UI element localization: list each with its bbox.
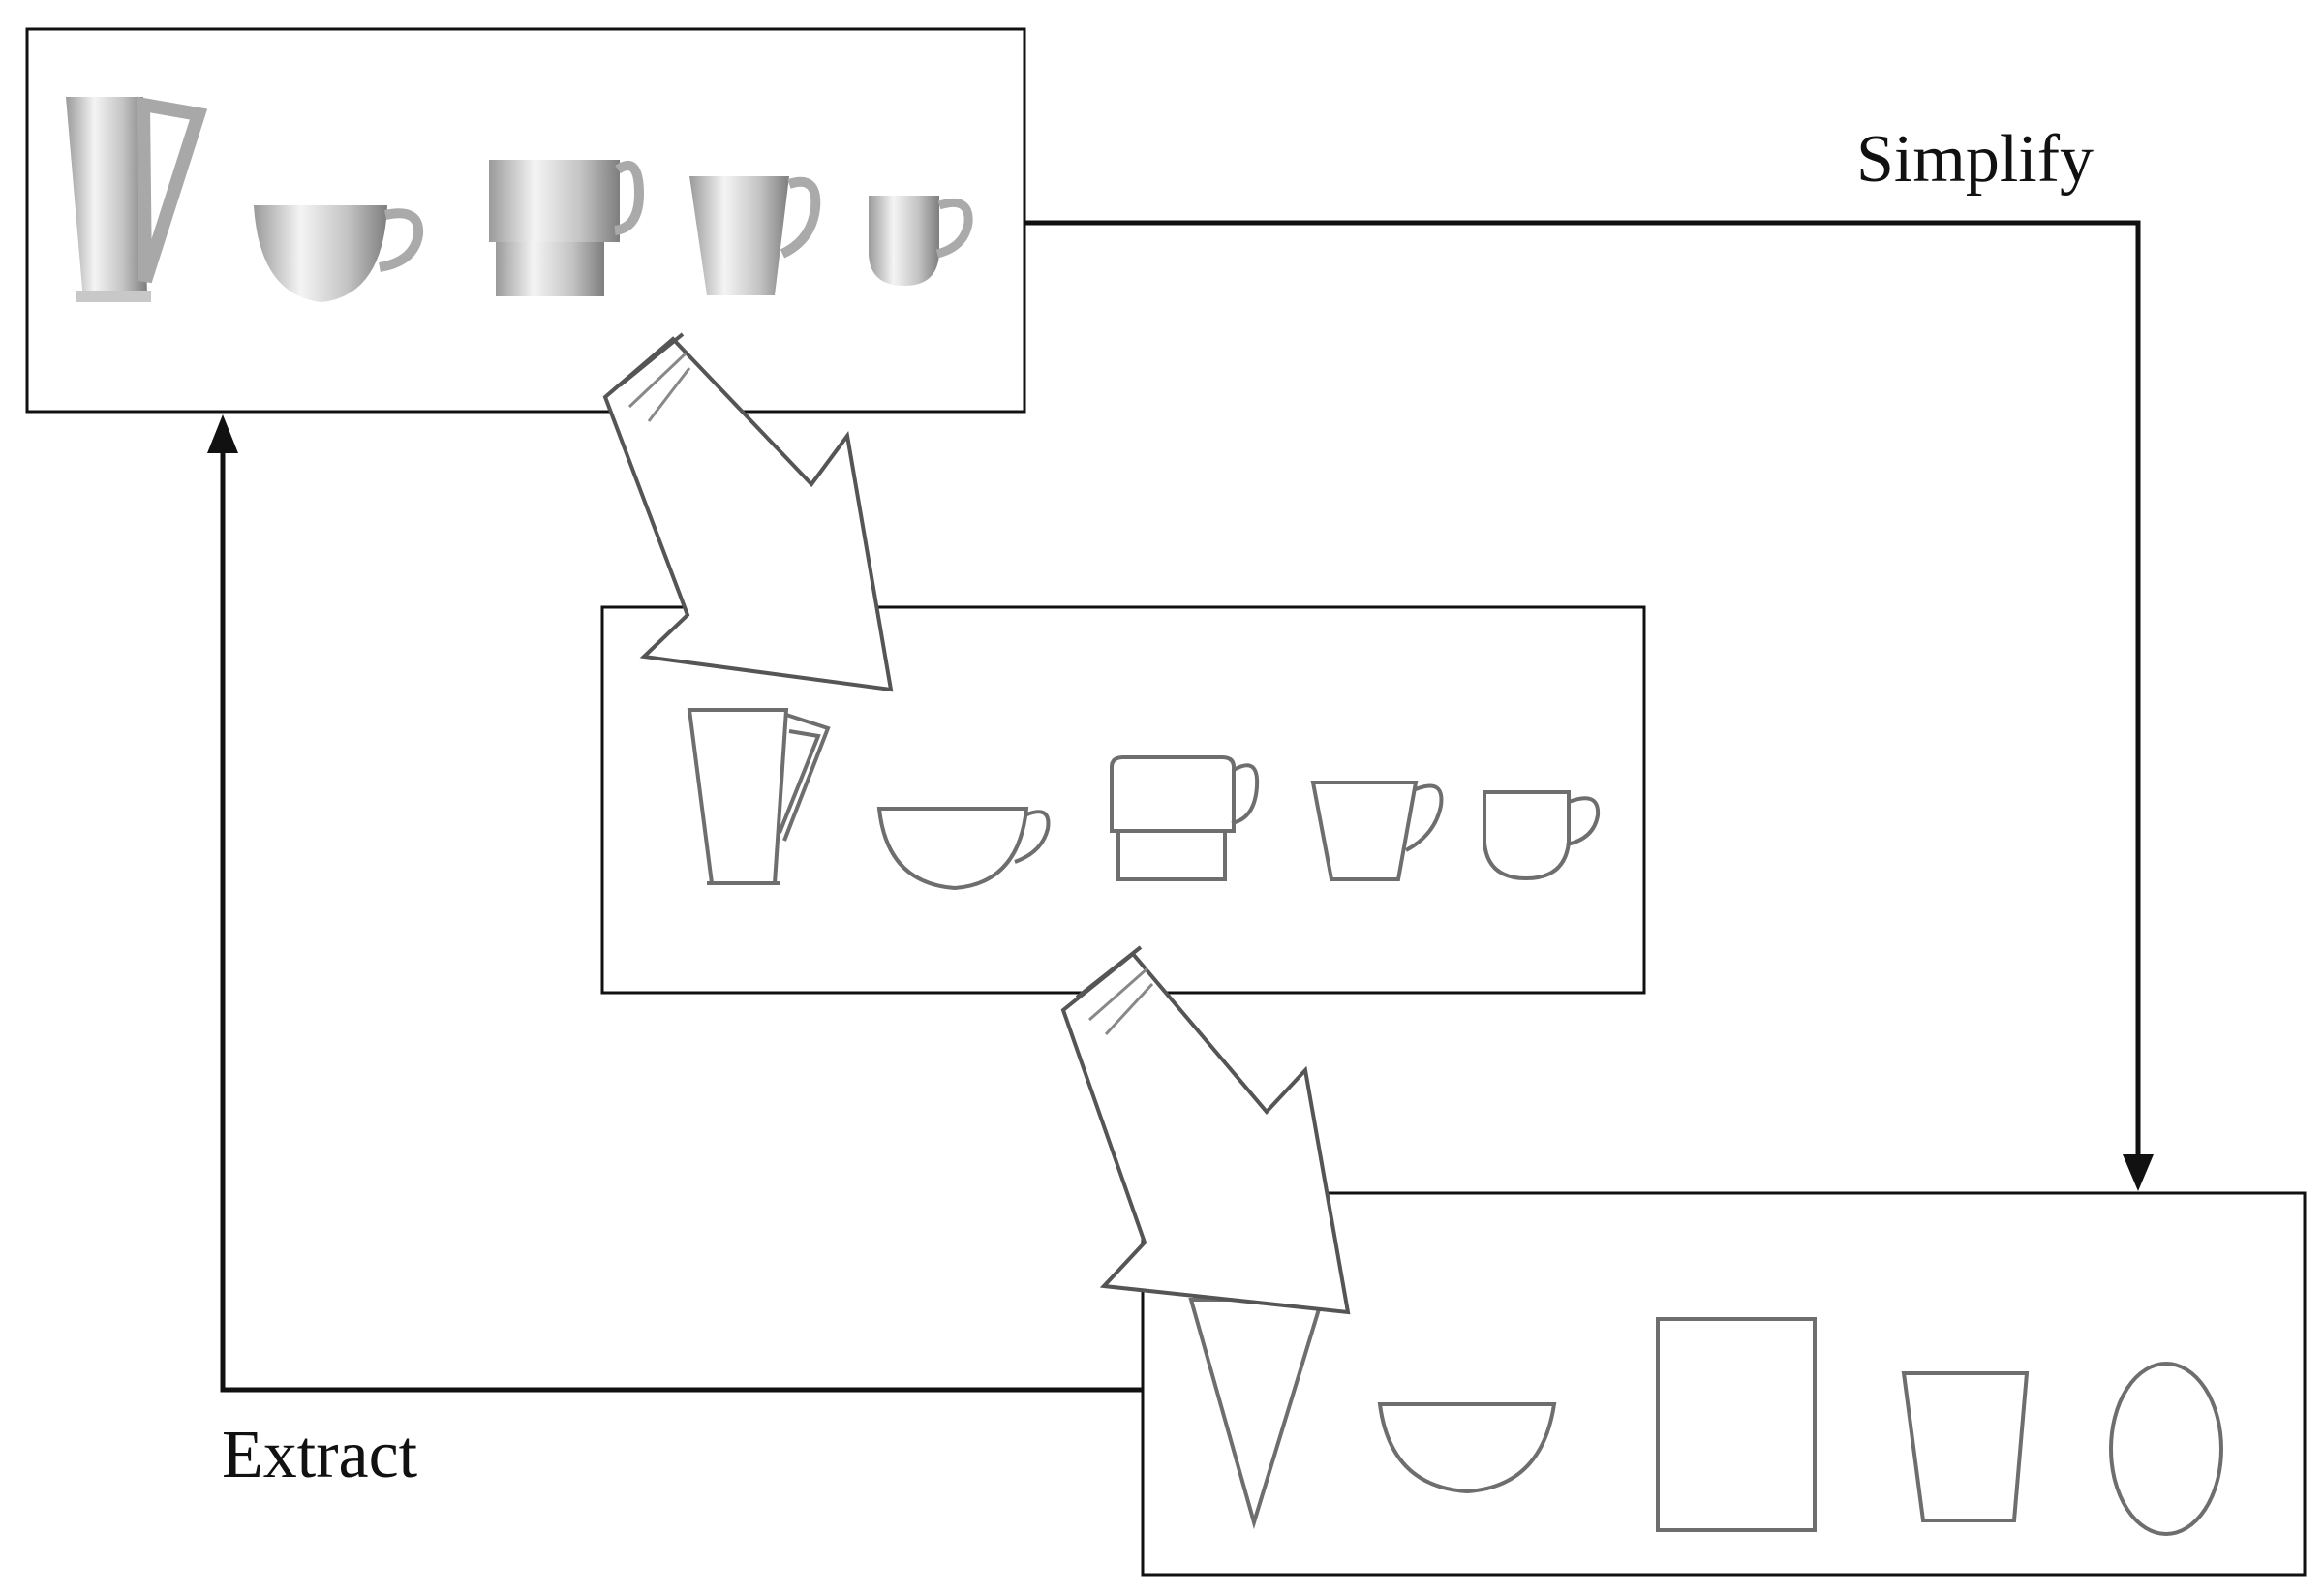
tall-jug-outline — [687, 708, 831, 885]
panel-outline — [600, 605, 1646, 995]
transform-arrow-2 — [1060, 945, 1351, 1315]
rectangle-shape — [1656, 1317, 1817, 1532]
tall-jug-photo — [66, 96, 208, 302]
ellipse-shape — [2109, 1362, 2223, 1536]
simplify-arrowhead — [2123, 1154, 2154, 1191]
trapezoid-shape — [1901, 1371, 2030, 1522]
wide-cup-outline — [876, 807, 1051, 891]
panel-photographic — [25, 27, 1026, 414]
half-circle-shape — [1377, 1402, 1557, 1494]
stacked-mug-photo — [489, 160, 645, 296]
small-cup-photo — [869, 196, 973, 286]
transform-arrow-1 — [602, 332, 894, 692]
extract-label: Extract — [222, 1418, 418, 1492]
wide-cup-photo — [254, 205, 424, 302]
extract-arrowhead — [207, 414, 238, 453]
simplify-connector — [1024, 220, 2154, 1191]
small-cup-outline — [1483, 790, 1601, 881]
simplify-label: Simplify — [1856, 122, 2095, 197]
tapered-mug-outline — [1310, 781, 1444, 881]
stacked-mug-outline — [1110, 755, 1260, 881]
extract-connector — [207, 414, 1143, 1393]
tapered-mug-photo — [689, 176, 821, 295]
